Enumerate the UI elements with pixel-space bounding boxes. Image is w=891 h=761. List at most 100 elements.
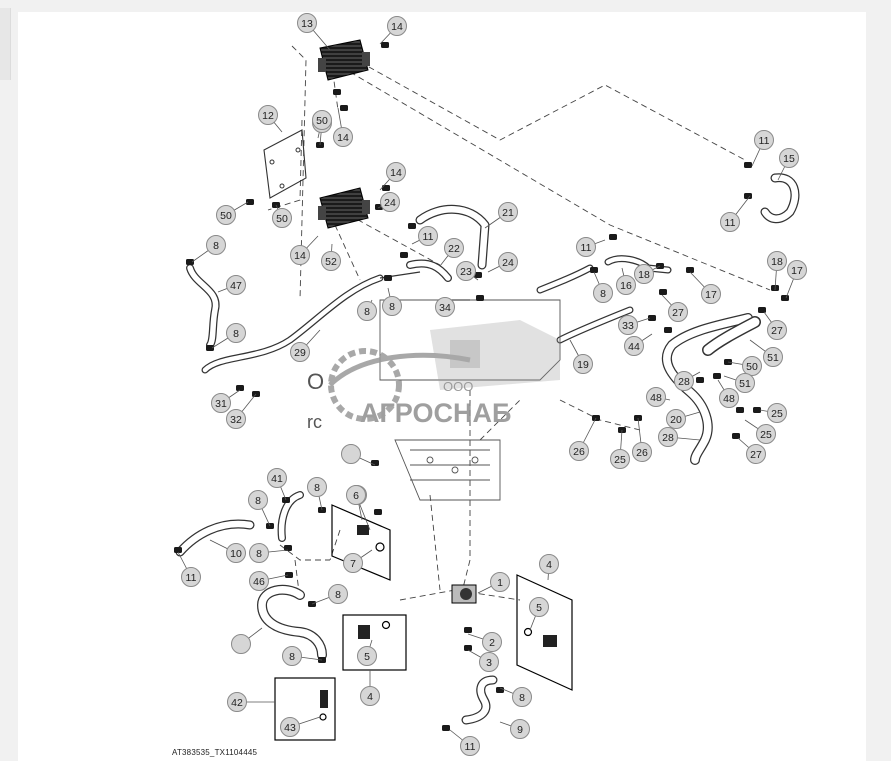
callout-15[interactable]: 15: [779, 148, 799, 168]
callout-7[interactable]: 7: [343, 553, 363, 573]
callout-25[interactable]: 25: [610, 449, 630, 469]
callout-10[interactable]: 10: [226, 543, 246, 563]
callout-42[interactable]: 42: [227, 692, 247, 712]
callout-balloon: [610, 449, 630, 469]
callout-number: 11: [465, 741, 476, 753]
callout-11[interactable]: 11: [720, 212, 740, 232]
callout-8[interactable]: 8: [307, 477, 327, 497]
callout-8[interactable]: 8: [248, 490, 268, 510]
callout-33[interactable]: 33: [618, 315, 638, 335]
callout-24[interactable]: 24: [380, 192, 400, 212]
callout-19[interactable]: 19: [573, 354, 593, 374]
callout-34[interactable]: 34: [435, 297, 455, 317]
callout-44[interactable]: 44: [624, 336, 644, 356]
callout-14[interactable]: 14: [333, 127, 353, 147]
callout-14[interactable]: 14: [387, 16, 407, 36]
callout-2[interactable]: 2: [482, 632, 502, 652]
callout-number: 14: [390, 167, 402, 179]
callout-14[interactable]: 14: [290, 245, 310, 265]
callout-27[interactable]: 27: [746, 444, 766, 464]
callout-32[interactable]: 32: [226, 409, 246, 429]
callout-8[interactable]: 8: [593, 283, 613, 303]
watermark-logo: ООО АГРОСНАБ: [328, 320, 560, 428]
fitting-35: [753, 407, 761, 413]
callout-balloon: [490, 572, 510, 592]
callout-29[interactable]: 29: [290, 342, 310, 362]
callout-4[interactable]: 4: [539, 554, 559, 574]
callout-22[interactable]: 22: [444, 238, 464, 258]
callout-8[interactable]: 8: [226, 323, 246, 343]
callout-18[interactable]: 18: [767, 251, 787, 271]
callout-14[interactable]: 14: [386, 162, 406, 182]
callout-11[interactable]: 11: [181, 567, 201, 587]
callout-1[interactable]: 1: [490, 572, 510, 592]
callout-balloon: [618, 315, 638, 335]
callout-26[interactable]: 26: [569, 441, 589, 461]
callout-undefined[interactable]: [231, 634, 251, 654]
callout-5[interactable]: 5: [529, 597, 549, 617]
callout-24[interactable]: 24: [498, 252, 518, 272]
callout-9[interactable]: 9: [510, 719, 530, 739]
callout-25[interactable]: 25: [767, 403, 787, 423]
callout-11[interactable]: 11: [576, 237, 596, 257]
callout-26[interactable]: 26: [632, 442, 652, 462]
callout-48[interactable]: 48: [646, 387, 666, 407]
callout-27[interactable]: 27: [767, 320, 787, 340]
callout-13[interactable]: 13: [297, 13, 317, 33]
callout-23[interactable]: 23: [456, 261, 476, 281]
callout-balloon: [226, 543, 246, 563]
callout-4[interactable]: 4: [360, 686, 380, 706]
callout-8[interactable]: 8: [249, 543, 269, 563]
callout-27[interactable]: 27: [668, 302, 688, 322]
callout-50[interactable]: 50: [272, 208, 292, 228]
callout-8[interactable]: 8: [512, 687, 532, 707]
callout-number: 11: [759, 135, 770, 147]
callout-50[interactable]: 50: [742, 356, 762, 376]
callout-number: 50: [316, 115, 328, 127]
callout-12[interactable]: 12: [258, 105, 278, 125]
callout-8[interactable]: 8: [382, 296, 402, 316]
callout-8[interactable]: 8: [282, 646, 302, 666]
callout-11[interactable]: 11: [754, 130, 774, 150]
callout-21[interactable]: 21: [498, 202, 518, 222]
fitting-25: [744, 162, 752, 168]
callout-28[interactable]: 28: [674, 371, 694, 391]
callout-41[interactable]: 41: [267, 468, 287, 488]
callout-balloon: [357, 301, 377, 321]
callout-11[interactable]: 11: [460, 736, 480, 756]
callout-balloon: [290, 245, 310, 265]
callout-6[interactable]: 6: [346, 485, 366, 505]
callout-52[interactable]: 52: [321, 251, 341, 271]
callout-number: 11: [423, 231, 434, 243]
callout-43[interactable]: 43: [280, 717, 300, 737]
callout-number: 11: [581, 242, 592, 254]
callout-8[interactable]: 8: [206, 235, 226, 255]
diagram-paper: [18, 12, 866, 761]
callout-20[interactable]: 20: [666, 409, 686, 429]
callout-8[interactable]: 8: [357, 301, 377, 321]
callout-balloon: [248, 490, 268, 510]
callout-28[interactable]: 28: [658, 427, 678, 447]
callout-balloon: [674, 371, 694, 391]
callout-17[interactable]: 17: [787, 260, 807, 280]
callout-11[interactable]: 11: [418, 226, 438, 246]
callout-25[interactable]: 25: [756, 424, 776, 444]
callout-18[interactable]: 18: [634, 264, 654, 284]
callout-46[interactable]: 46: [249, 571, 269, 591]
callout-3[interactable]: 3: [479, 652, 499, 672]
callout-balloon: [767, 403, 787, 423]
callout-51[interactable]: 51: [735, 373, 755, 393]
callout-50[interactable]: 50: [312, 110, 332, 130]
callout-50[interactable]: 50: [216, 205, 236, 225]
callout-8[interactable]: 8: [328, 584, 348, 604]
callout-balloons: 1314141250142411212223241250501452847829…: [181, 13, 807, 756]
callout-undefined[interactable]: [341, 444, 361, 464]
callout-48[interactable]: 48: [719, 388, 739, 408]
callout-51[interactable]: 51: [763, 347, 783, 367]
callout-16[interactable]: 16: [616, 275, 636, 295]
callout-47[interactable]: 47: [226, 275, 246, 295]
callout-17[interactable]: 17: [701, 284, 721, 304]
callout-31[interactable]: 31: [211, 393, 231, 413]
callout-5[interactable]: 5: [357, 646, 377, 666]
